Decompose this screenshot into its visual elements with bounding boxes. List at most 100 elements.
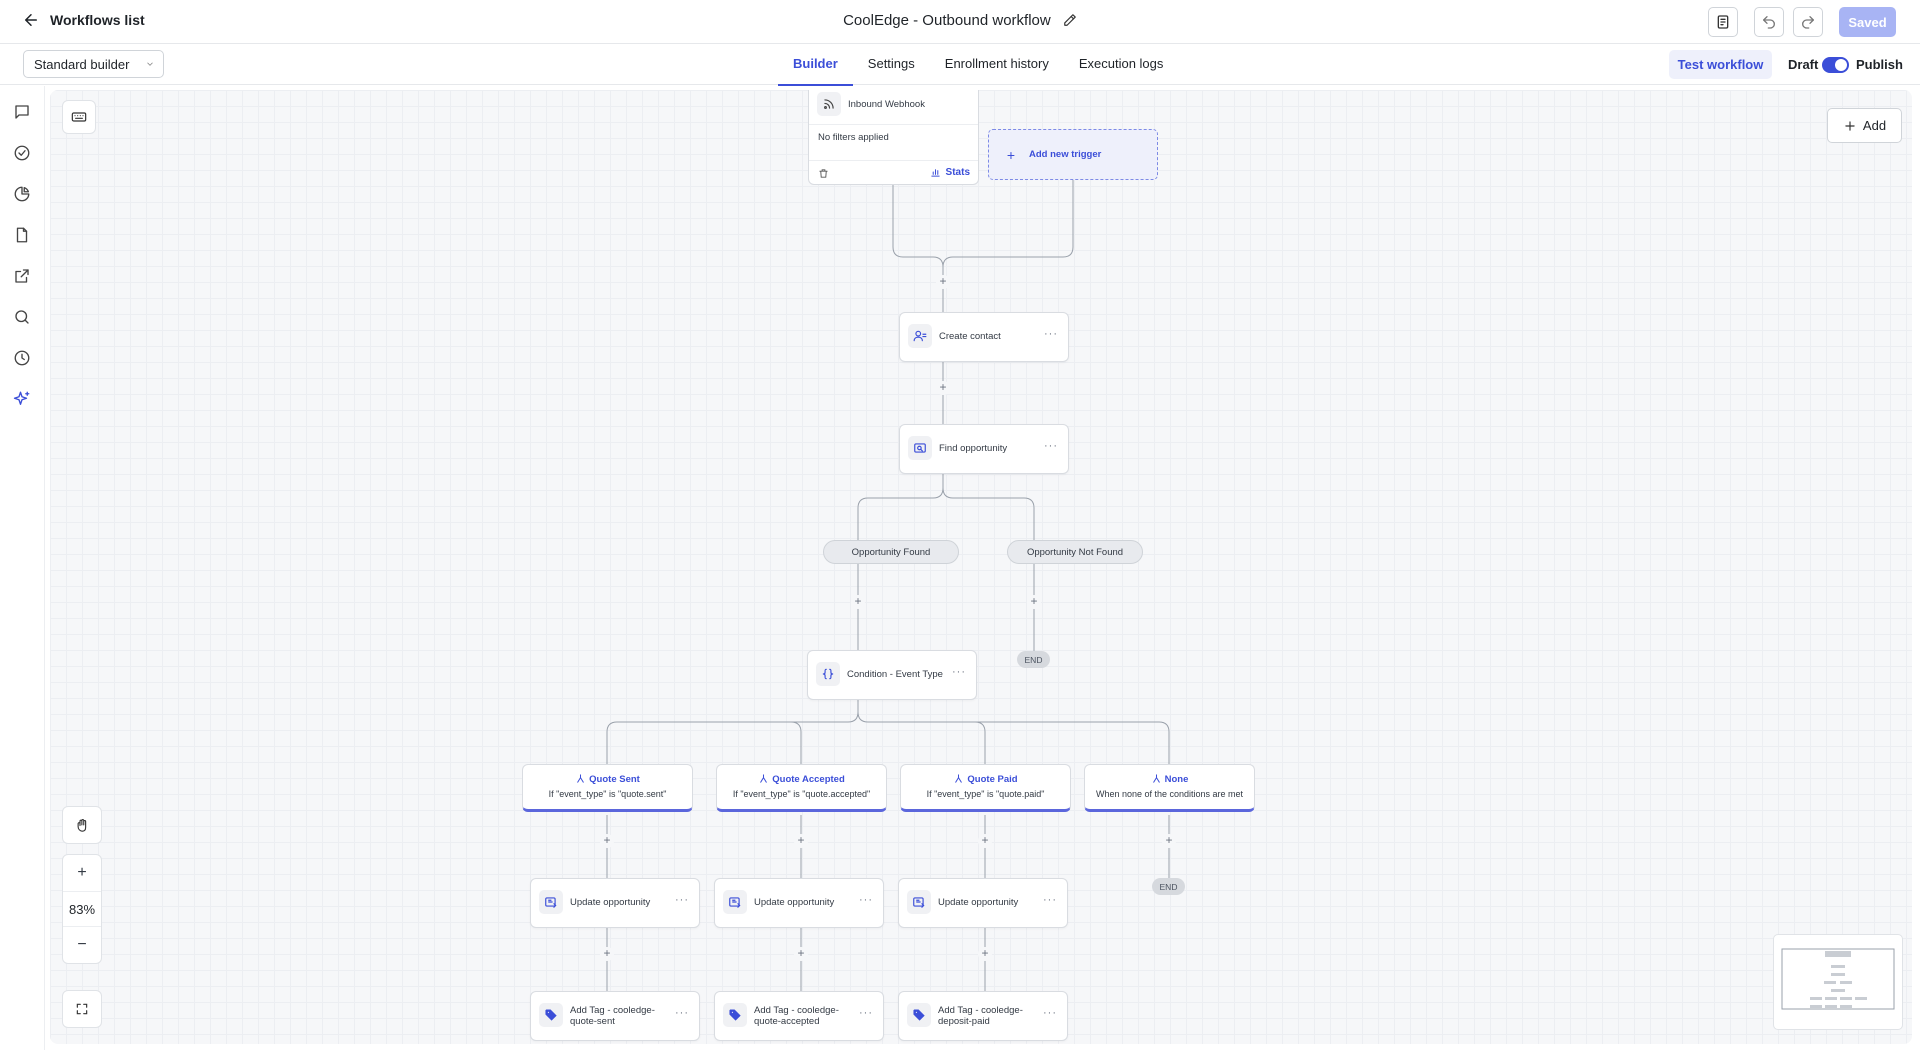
branch-icon [955,774,963,783]
branch-icon [577,774,584,783]
branch-node-none[interactable]: None When none of the conditions are met [1084,764,1255,812]
action-node-find-opportunity[interactable]: Find opportunity ··· [899,424,1069,474]
action-label: Update opportunity [938,897,1019,908]
add-step-plus[interactable]: + [794,834,808,848]
trigger-title: Inbound Webhook [848,99,925,110]
add-label: Add [1862,118,1887,133]
fit-view-button[interactable] [62,990,102,1028]
more-options-icon[interactable]: ··· [859,894,873,906]
update-opportunity-icon [723,890,747,914]
pie-chart-icon[interactable] [13,185,31,203]
publish-toggle[interactable] [1822,57,1849,73]
hand-icon [63,807,101,843]
add-step-plus[interactable]: + [851,595,865,609]
clipboard-list-icon [1717,15,1729,29]
more-options-icon[interactable]: ··· [1043,1007,1057,1019]
zoom-level: 83% [63,891,101,927]
add-step-plus[interactable]: + [600,834,614,848]
chevron-down-icon [147,62,153,66]
workflow-canvas[interactable]: Add Inbound Webhook No filters applied S… [50,90,1912,1044]
add-trigger-label: Add new trigger [1029,149,1102,160]
history-icon[interactable] [13,349,31,367]
branch-title: Quote Sent [589,774,640,785]
builder-mode-select[interactable]: Standard builder [23,50,164,78]
bar-chart-icon [930,169,940,177]
publish-label: Publish [1856,57,1903,72]
update-opportunity-icon [907,890,931,914]
keyboard-shortcuts-button[interactable] [62,100,96,134]
zoom-in-button[interactable]: + [77,864,87,881]
add-step-plus[interactable]: + [936,381,950,395]
sparkle-icon[interactable] [13,390,31,408]
chat-icon[interactable] [13,103,31,121]
more-options-icon[interactable]: ··· [675,1007,689,1019]
branch-node-quote-accepted[interactable]: Quote Accepted If "event_type" is "quote… [716,764,887,812]
more-options-icon[interactable]: ··· [1044,440,1058,452]
action-node-add-tag[interactable]: Add Tag - cooledge- quote-accepted ··· [714,991,884,1041]
keyboard-icon [71,112,87,122]
tag-label-line1: Add Tag - cooledge- [938,1005,1023,1016]
undo-button[interactable] [1754,7,1784,37]
pan-mode-button[interactable] [62,806,102,844]
action-node-update-opportunity[interactable]: Update opportunity ··· [530,878,700,928]
tab-enrollment-history[interactable]: Enrollment history [944,56,1049,71]
add-step-plus[interactable]: + [600,947,614,961]
action-node-add-tag[interactable]: Add Tag - cooledge- deposit-paid ··· [898,991,1068,1041]
action-node-add-tag[interactable]: Add Tag - cooledge- quote-sent ··· [530,991,700,1041]
left-rail [0,86,45,1050]
check-circle-icon[interactable] [13,144,31,162]
more-options-icon[interactable]: ··· [952,666,966,678]
branch-pill-opportunity-found[interactable]: Opportunity Found [823,540,959,564]
branch-pill-opportunity-not-found[interactable]: Opportunity Not Found [1007,540,1143,564]
test-workflow-button[interactable]: Test workflow [1669,50,1772,79]
branch-condition: If "event_type" is "quote.sent" [548,789,667,799]
redo-icon [1802,16,1814,29]
trigger-node-inbound-webhook[interactable]: Inbound Webhook No filters applied Stats [808,90,979,185]
minimap[interactable] [1773,934,1903,1030]
trash-icon[interactable] [818,168,829,179]
plus-icon: + [1006,147,1016,163]
tab-settings[interactable]: Settings [867,56,915,71]
user-plus-icon [908,324,932,348]
more-options-icon[interactable]: ··· [1044,328,1058,340]
search-icon[interactable] [13,308,31,326]
tag-label-line1: Add Tag - cooledge- [570,1005,655,1016]
saved-button[interactable]: Saved [1839,7,1896,37]
tag-label-line2: quote-accepted [754,1016,820,1027]
more-options-icon[interactable]: ··· [675,894,689,906]
tab-builder[interactable]: Builder [778,44,853,86]
add-step-plus[interactable]: + [1162,834,1176,848]
external-link-icon[interactable] [13,267,31,285]
tab-execution-logs[interactable]: Execution logs [1078,56,1164,71]
add-step-plus[interactable]: + [978,834,992,848]
action-node-create-contact[interactable]: Create contact ··· [899,312,1069,362]
add-step-plus[interactable]: + [936,275,950,289]
back-to-workflows-link[interactable]: Workflows list [22,11,145,29]
changelog-button[interactable] [1708,7,1738,37]
connector-lines [606,180,1170,991]
end-marker: END [1017,651,1050,668]
add-new-trigger-button[interactable]: + Add new trigger [988,129,1158,180]
branch-condition: If "event_type" is "quote.accepted" [732,789,871,799]
document-icon[interactable] [13,226,31,244]
trigger-stats-link[interactable]: Stats [930,167,970,178]
add-step-plus[interactable]: + [1027,595,1041,609]
zoom-out-button[interactable]: − [77,936,87,953]
expand-icon [63,991,101,1027]
add-step-plus[interactable]: + [794,947,808,961]
pencil-icon[interactable] [1063,13,1077,27]
redo-button[interactable] [1793,7,1823,37]
condition-node-event-type[interactable]: Condition - Event Type ··· [807,650,977,700]
arrow-left-icon [25,14,37,26]
action-node-update-opportunity[interactable]: Update opportunity ··· [898,878,1068,928]
more-options-icon[interactable]: ··· [859,1007,873,1019]
action-node-update-opportunity[interactable]: Update opportunity ··· [714,878,884,928]
branch-node-quote-paid[interactable]: Quote Paid If "event_type" is "quote.pai… [900,764,1071,812]
add-step-plus[interactable]: + [978,947,992,961]
branch-node-quote-sent[interactable]: Quote Sent If "event_type" is "quote.sen… [522,764,693,812]
trigger-footer: Stats [809,160,978,186]
undo-icon [1763,16,1775,29]
branch-title: Quote Accepted [772,774,845,785]
add-node-button[interactable]: Add [1827,108,1902,143]
more-options-icon[interactable]: ··· [1043,894,1057,906]
